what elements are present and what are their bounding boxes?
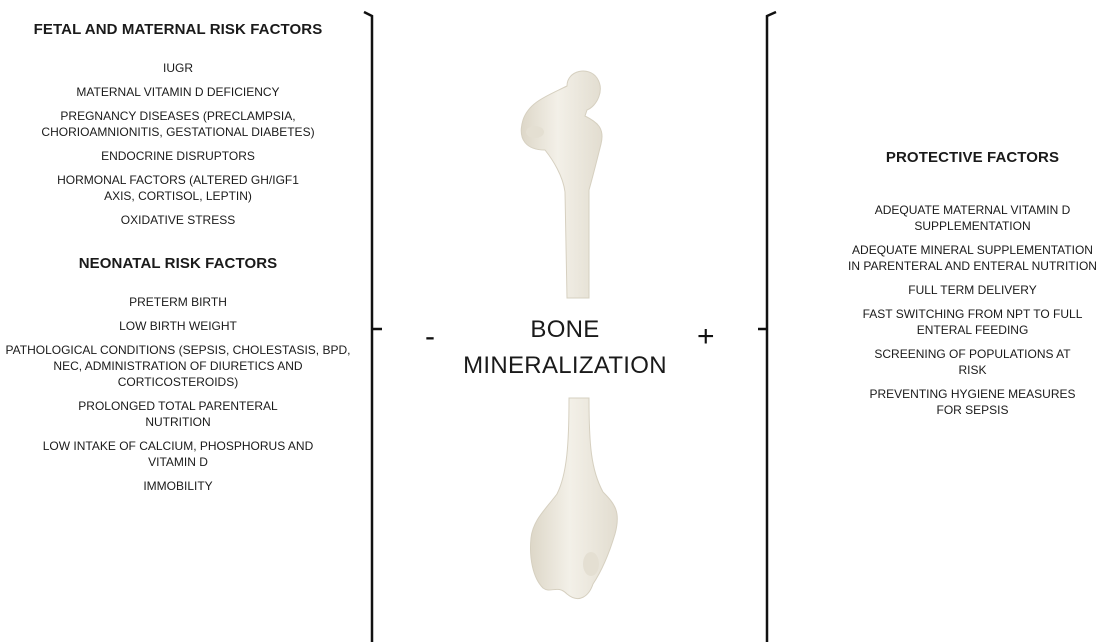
fetal-maternal-item: HORMONAL FACTORS (ALTERED GH/IGF1 AXIS, … <box>0 172 356 204</box>
fetal-maternal-title: FETAL AND MATERNAL RISK FACTORS <box>0 20 356 40</box>
protective-item: SCREENING OF POPULATIONS AT RISK <box>838 346 1107 378</box>
fetal-maternal-list: IUGR MATERNAL VITAMIN D DEFICIENCY PREGN… <box>0 60 356 228</box>
protective-item: ADEQUATE MINERAL SUPPLEMENTATION IN PARE… <box>838 242 1107 274</box>
right-bracket <box>758 12 776 642</box>
left-bracket <box>364 12 382 642</box>
neonatal-item: LOW BIRTH WEIGHT <box>0 318 356 334</box>
bone-shading <box>526 126 544 138</box>
fetal-maternal-item: OXIDATIVE STRESS <box>0 212 356 228</box>
protective-title: PROTECTIVE FACTORS <box>838 148 1107 168</box>
protective-item: ADEQUATE MATERNAL VITAMIN D SUPPLEMENTAT… <box>838 202 1107 234</box>
neonatal-title: NEONATAL RISK FACTORS <box>0 254 356 274</box>
neonatal-item: PROLONGED TOTAL PARENTERAL NUTRITION <box>0 398 356 430</box>
protective-factors-panel: PROTECTIVE FACTORS ADEQUATE MATERNAL VIT… <box>838 148 1107 426</box>
bone-shading <box>583 552 599 576</box>
fetal-maternal-item: ENDOCRINE DISRUPTORS <box>0 148 356 164</box>
neonatal-item: PATHOLOGICAL CONDITIONS (SEPSIS, CHOLEST… <box>0 342 356 390</box>
risk-factors-panel: FETAL AND MATERNAL RISK FACTORS IUGR MAT… <box>0 20 356 502</box>
protective-item: PREVENTING HYGIENE MEASURES FOR SEPSIS <box>838 386 1107 418</box>
femur-upper <box>521 71 602 298</box>
bone-mineralization-label: BONE MINERALIZATION <box>420 312 710 384</box>
fetal-maternal-item: PREGNANCY DISEASES (PRECLAMPSIA, CHORIOA… <box>0 108 356 140</box>
fetal-maternal-item: IUGR <box>0 60 356 76</box>
neonatal-item: IMMOBILITY <box>0 478 356 494</box>
center-label-line2: MINERALIZATION <box>420 348 710 384</box>
neonatal-item: PRETERM BIRTH <box>0 294 356 310</box>
protective-item: FULL TERM DELIVERY <box>838 282 1107 298</box>
femur-lower <box>531 398 618 599</box>
neonatal-item: LOW INTAKE OF CALCIUM, PHOSPHORUS AND VI… <box>0 438 356 470</box>
neonatal-list: PRETERM BIRTH LOW BIRTH WEIGHT PATHOLOGI… <box>0 294 356 494</box>
protective-list: ADEQUATE MATERNAL VITAMIN D SUPPLEMENTAT… <box>838 202 1107 418</box>
center-label-line1: BONE <box>420 312 710 348</box>
plus-sign: + <box>697 322 715 352</box>
fetal-maternal-item: MATERNAL VITAMIN D DEFICIENCY <box>0 84 356 100</box>
protective-item: FAST SWITCHING FROM NPT TO FULL ENTERAL … <box>838 306 1107 338</box>
